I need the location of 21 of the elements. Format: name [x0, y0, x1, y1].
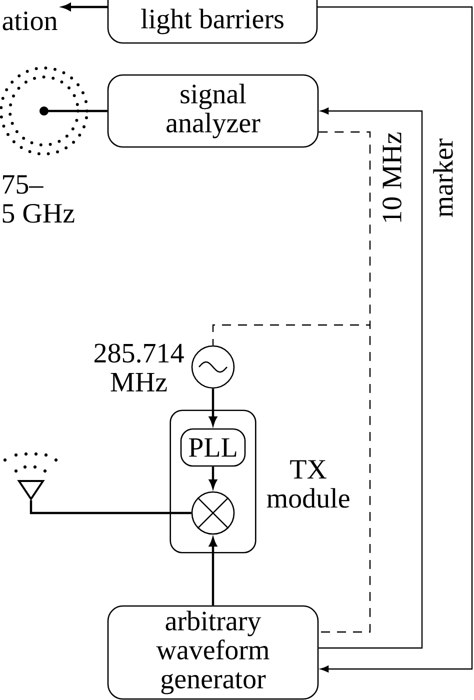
dashed-line [318, 131, 371, 325]
arrow [209, 538, 217, 606]
arrow [317, 6, 473, 672]
mixer-symbol [191, 491, 235, 535]
process-box: light barriers [107, 0, 318, 44]
process-box: signal analyzer [107, 74, 319, 148]
arrow [318, 108, 423, 649]
node-label: TX module [266, 460, 350, 508]
connector-line [30, 500, 192, 514]
dashed-line [318, 325, 371, 633]
frequency-label: 75– 5 GHz [2, 175, 74, 223]
edge-label: 10 MHz [382, 130, 402, 226]
arrow [209, 388, 217, 426]
text-label: ation [2, 11, 58, 30]
process-box: PLL [180, 428, 246, 467]
process-box: arbitrary waveform generator [107, 605, 319, 700]
arrow [209, 466, 217, 488]
dashed-line [212, 324, 370, 346]
frequency-label: 285.714 MHz [94, 344, 184, 392]
edge-label: marker [432, 137, 454, 219]
arrow [62, 3, 108, 11]
